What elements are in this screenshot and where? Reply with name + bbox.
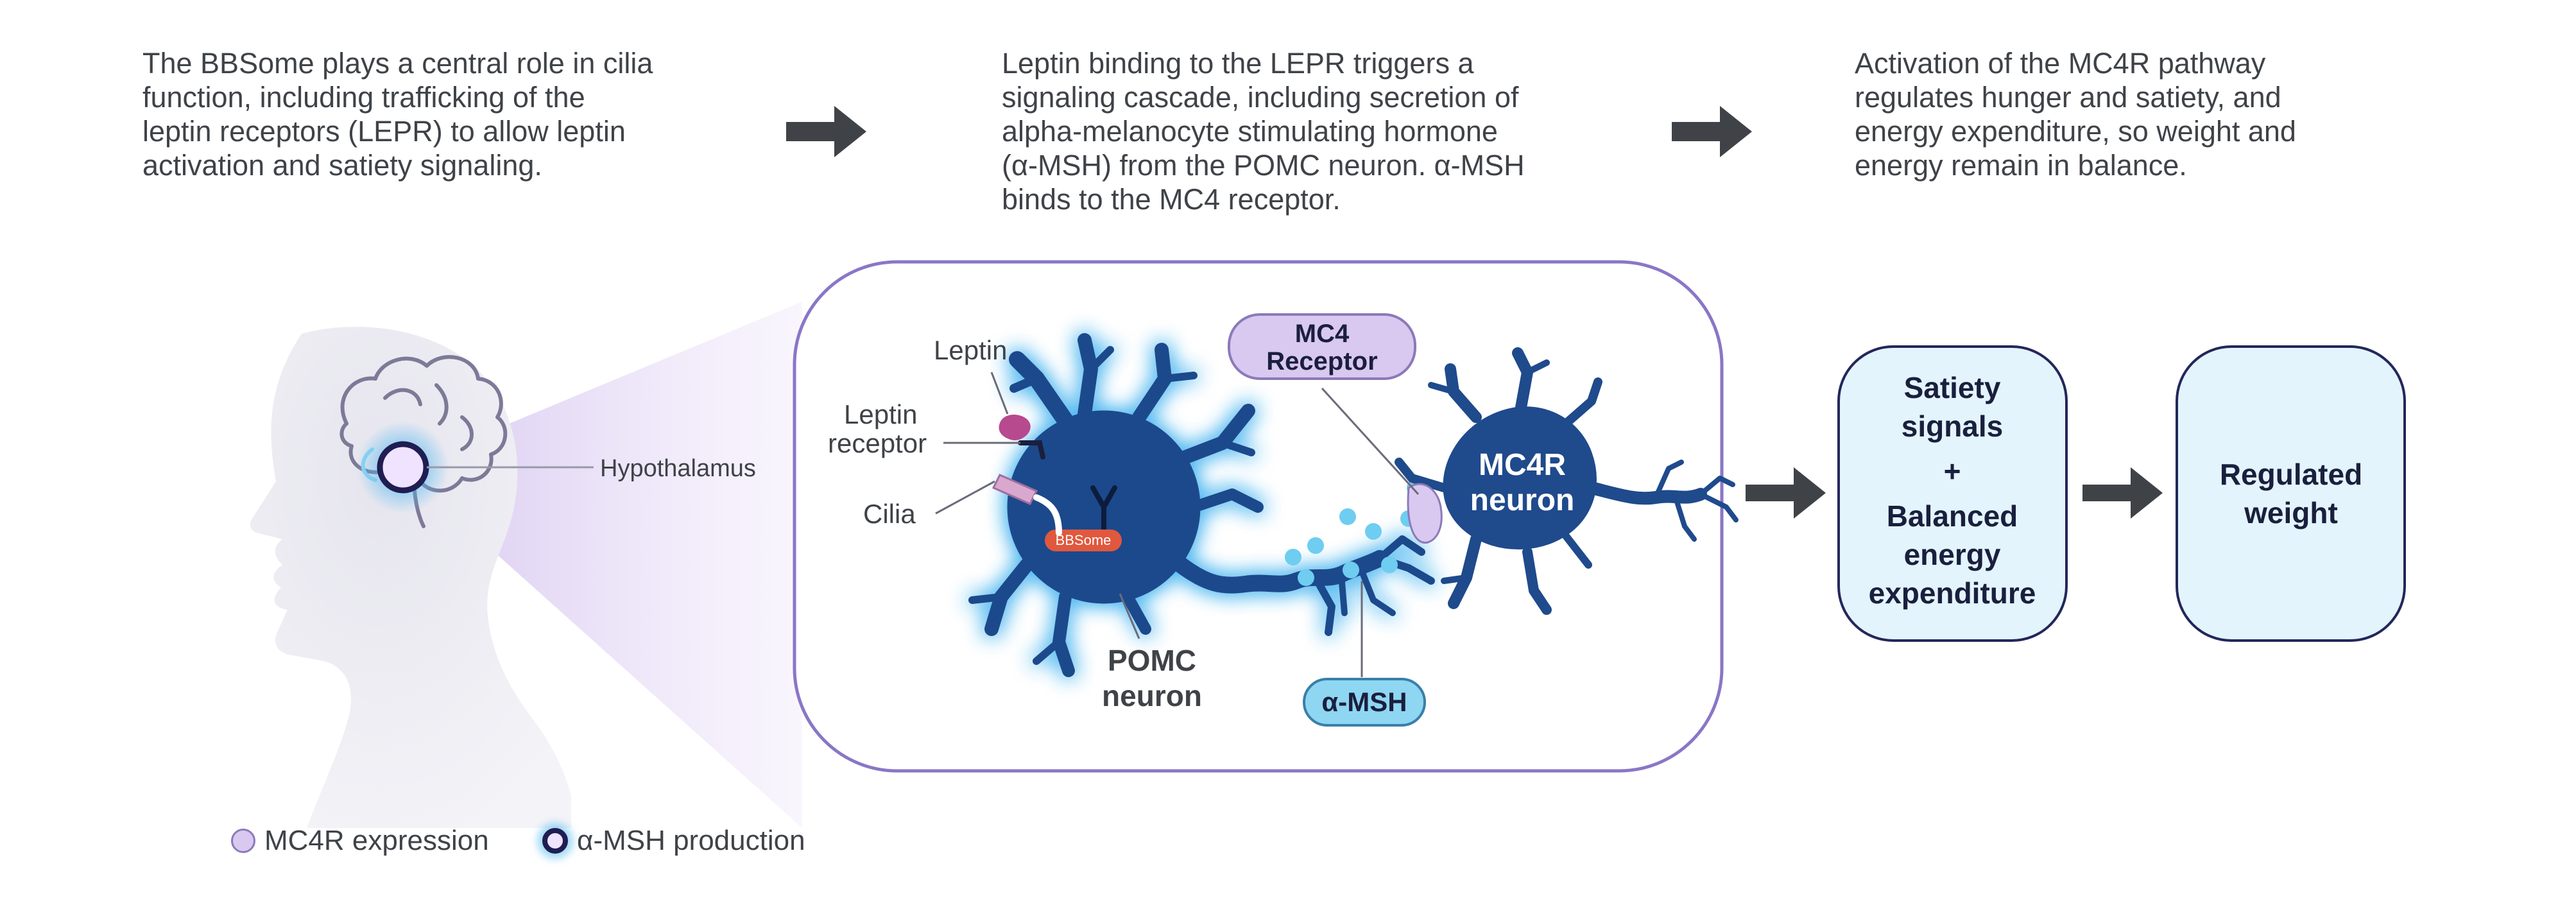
mc4-receptor-marker <box>1407 483 1443 544</box>
step-arrow-2 <box>1672 106 1752 157</box>
pomc-leader <box>1119 593 1140 639</box>
intracellular-receptor-icon <box>1090 485 1117 532</box>
amsh-production-swatch <box>542 828 568 854</box>
satiety-line2: signals <box>1902 409 2004 443</box>
satiety-line1: Satiety <box>1904 371 2001 404</box>
mc4-receptor-label-line1: MC4 <box>1295 320 1350 348</box>
satiety-plus: + <box>1944 454 1961 488</box>
legend-mc4r-expression: MC4R expression <box>231 822 489 860</box>
amsh-pill: α-MSH <box>1303 678 1426 727</box>
legend-amsh-label: α-MSH production <box>577 825 805 856</box>
outcome-arrow-2 <box>2082 467 2163 519</box>
zoom-panel <box>793 260 1724 773</box>
mc4r-expression-swatch <box>231 829 255 853</box>
leptin-leader <box>990 372 1009 415</box>
weight-line1: Regulated <box>2220 458 2362 491</box>
leptin-label: Leptin <box>934 335 1007 365</box>
mc4r-neuron-label-line2: neuron <box>1470 483 1575 517</box>
cilia-structure <box>992 474 1062 536</box>
pomc-label-line1: POMC <box>1108 644 1196 677</box>
outcome-arrow-1 <box>1746 467 1826 519</box>
mc4-receptor-leader <box>1321 387 1420 496</box>
mc4r-neuron <box>1395 347 1739 615</box>
step-2-description: Leptin binding to the LEPR triggers a si… <box>1002 47 1525 216</box>
cilia-label: Cilia <box>863 499 916 529</box>
leptin-receptor-label-line1: Leptin <box>844 399 917 429</box>
leptin-receptor-structure <box>999 414 1045 460</box>
mc4r-neuron-label-line1: MC4R <box>1479 448 1566 482</box>
step-1-description: The BBSome plays a central role in cilia… <box>142 47 653 182</box>
mc4-receptor-label-line2: Receptor <box>1266 347 1377 375</box>
amsh-label: α-MSH <box>1321 687 1407 717</box>
satiety-outcome-box: Satiety signals + Balanced energy expend… <box>1837 345 2068 642</box>
hypothalamus-label: Hypothalamus <box>600 455 756 482</box>
satiety-line4: energy <box>1904 538 2001 571</box>
legend-amsh-production: α-MSH production <box>542 822 805 860</box>
mc4-receptor-pill: MC4 Receptor <box>1228 313 1416 380</box>
cilia-leader <box>935 480 995 515</box>
satiety-line3: Balanced <box>1887 499 2018 533</box>
bbsome-label: BBSome <box>1056 532 1112 548</box>
hypothalamus-marker <box>357 421 449 513</box>
weight-outcome-box: Regulated weight <box>2176 345 2406 642</box>
satiety-line5: expenditure <box>1869 576 2036 610</box>
weight-line2: weight <box>2244 496 2338 530</box>
legend-mc4r-label: MC4R expression <box>264 825 489 856</box>
leptin-receptor-label-line2: receptor <box>828 428 927 458</box>
step-arrow-1 <box>786 106 866 157</box>
pomc-label-line2: neuron <box>1102 679 1202 712</box>
bbsome-badge: BBSome <box>1045 530 1122 551</box>
step-3-description: Activation of the MC4R pathway regulates… <box>1855 47 2296 182</box>
